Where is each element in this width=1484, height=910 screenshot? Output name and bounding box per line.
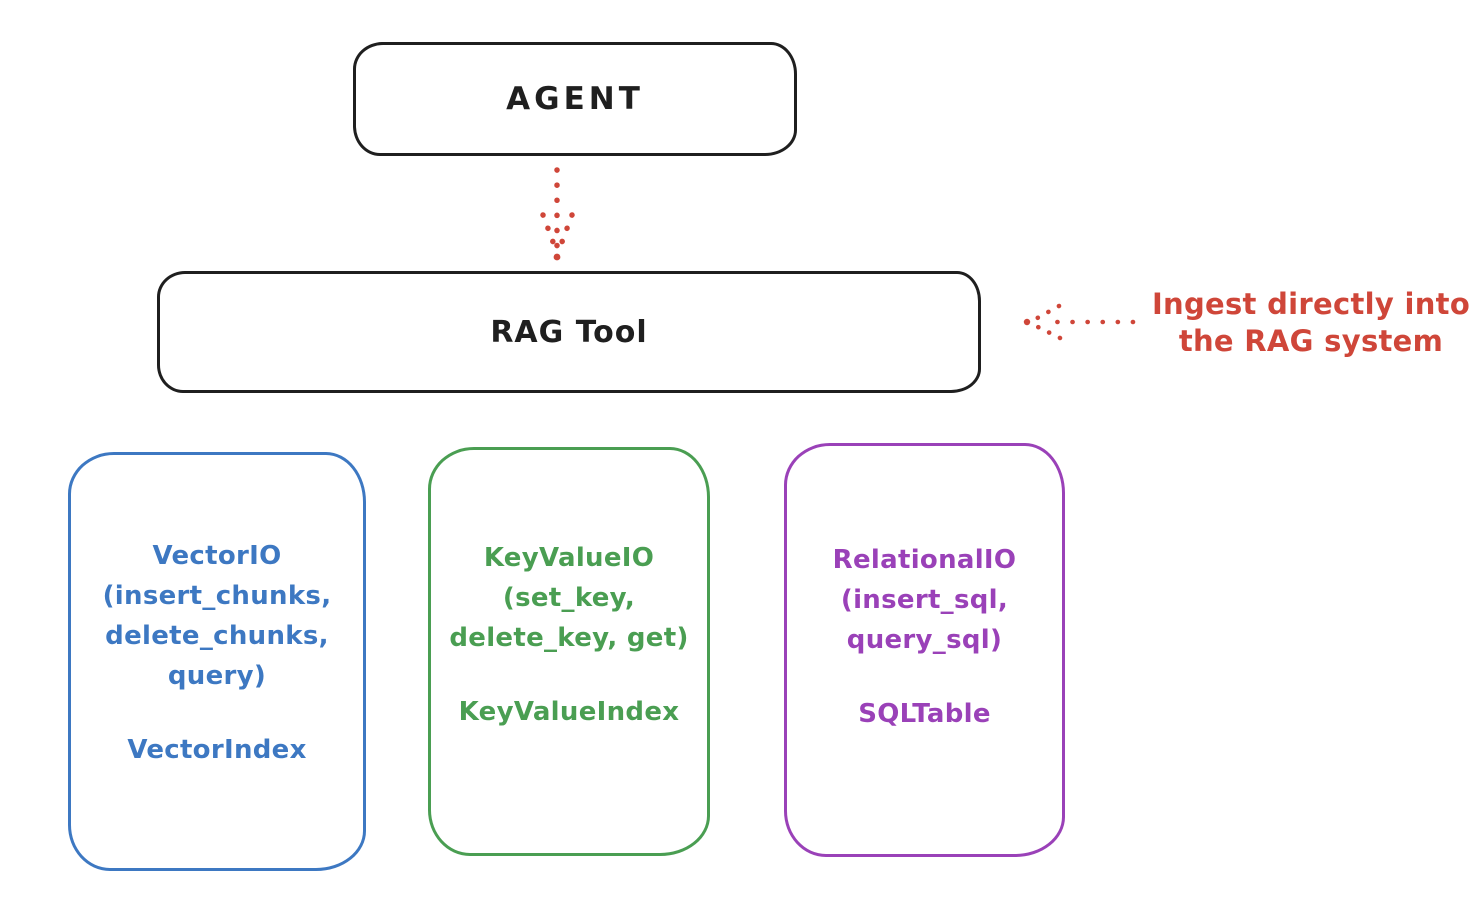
io-line: (set_key, [502,582,636,613]
keyvalue-index-label: KeyValueIndex [458,696,680,727]
ingest-annotation-line2: the RAG system [1178,324,1444,358]
io-line: query) [167,660,267,691]
ingest-annotation: Ingest directly into the RAG system [1138,286,1484,360]
vector-index-label: VectorIndex [127,734,307,765]
relational-io-lines: RelationalIO (insert_sql, query_sql) [833,540,1017,660]
sql-table-label: SQLTable [858,699,991,729]
io-line: VectorIO [152,540,282,571]
ingest-annotation-line1: Ingest directly into [1151,287,1471,321]
rag-tool-node-label: RAG Tool [490,314,648,350]
io-line: KeyValueIO [483,542,655,573]
io-line: query_sql) [846,625,1003,655]
keyvalue-io-box: KeyValueIO (set_key, delete_key, get) Ke… [428,447,710,856]
io-line: (insert_chunks, [102,580,332,611]
agent-node: AGENT [353,42,797,156]
vector-io-box: VectorIO (insert_chunks, delete_chunks, … [68,452,366,871]
relational-io-box: RelationalIO (insert_sql, query_sql) SQL… [784,443,1065,857]
agent-to-ragtool-arrow [540,167,575,261]
rag-tool-node: RAG Tool [157,271,981,393]
io-line: (insert_sql, [840,585,1009,615]
keyvalue-io-lines: KeyValueIO (set_key, delete_key, get) [449,538,688,658]
ingest-annotation-arrow [1023,303,1136,341]
vector-io-lines: VectorIO (insert_chunks, delete_chunks, … [103,536,332,696]
io-line: delete_chunks, [105,620,329,651]
agent-node-label: AGENT [506,81,644,117]
io-line: delete_key, get) [449,622,689,653]
io-line: RelationalIO [832,545,1017,575]
